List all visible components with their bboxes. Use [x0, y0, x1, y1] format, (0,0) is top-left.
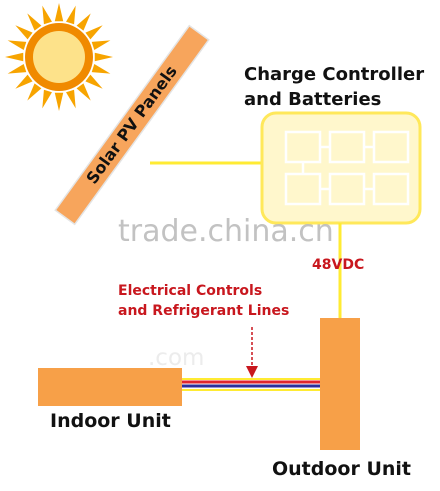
sun-ray	[76, 83, 91, 101]
sun-ray	[85, 25, 103, 40]
sun-ray	[5, 52, 24, 62]
voltage-label: 48VDC	[312, 257, 365, 273]
indoor-unit-label: Indoor Unit	[50, 410, 171, 432]
watermark-main: trade.china.cn	[118, 214, 334, 249]
electrical-line1: Electrical Controls	[118, 283, 263, 299]
solar-panel-label: Solar PV Panels	[82, 62, 180, 187]
electrical-controls-label: Electrical Controls and Refrigerant Line…	[118, 281, 289, 321]
arrow-head-icon	[246, 366, 258, 378]
watermark-secondary: .com	[148, 345, 205, 371]
sun-ray	[76, 13, 91, 31]
charge-controller-box	[260, 111, 422, 225]
sun-ray	[66, 89, 76, 109]
sun-ray	[85, 74, 103, 89]
sun-ray	[27, 13, 42, 31]
sun-ray	[15, 74, 33, 89]
electrical-line2: and Refrigerant Lines	[118, 303, 290, 319]
sun-ray	[54, 92, 64, 111]
annotation-arrow	[246, 327, 258, 378]
sun-core-inner	[33, 31, 85, 83]
sun-ray	[54, 3, 64, 22]
sun-icon	[5, 3, 113, 111]
outdoor-unit	[320, 318, 360, 450]
indoor-unit	[38, 368, 182, 406]
sun-ray	[42, 89, 52, 109]
sun-ray	[66, 5, 76, 25]
sun-ray	[42, 5, 52, 25]
sun-ray	[15, 25, 33, 40]
charge-controller-frame	[260, 111, 422, 225]
outdoor-unit-label: Outdoor Unit	[272, 458, 412, 480]
sun-ray	[7, 64, 27, 74]
sun-ray	[27, 83, 42, 101]
battery-cells	[284, 130, 410, 206]
sun-rays	[5, 3, 113, 111]
sun-ray	[91, 40, 111, 50]
sun-ray	[91, 64, 111, 74]
charge-controller-line1: Charge Controller	[244, 64, 425, 85]
solar-panel-body	[54, 24, 210, 226]
sun-ray	[7, 40, 27, 50]
sun-ray	[94, 52, 113, 62]
charge-controller-line2: and Batteries	[244, 89, 382, 110]
charge-controller-title: Charge Controller and Batteries	[244, 62, 424, 112]
refrigerant-lines	[182, 378, 320, 391]
